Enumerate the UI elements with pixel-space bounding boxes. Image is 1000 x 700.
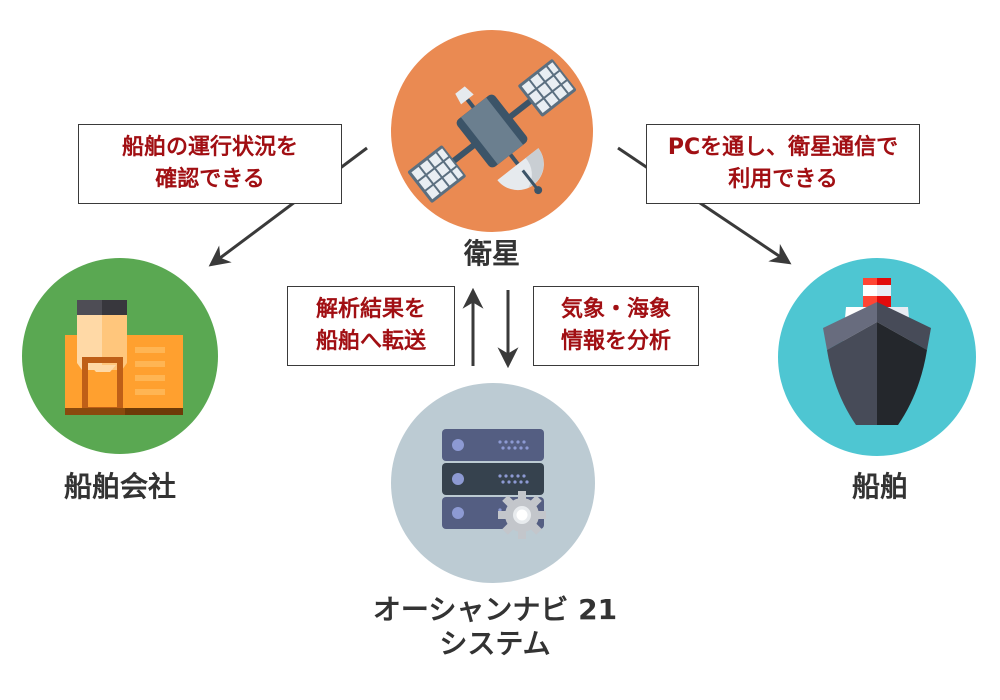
system-node [391,383,595,583]
note-system-to-satellite-line1: 解析結果を [315,297,426,322]
note-satellite-to-system: 気象・海象 情報を分析 [533,286,699,366]
ship-label: 船舶 [851,470,908,503]
system-label: オーシャンナビ 21 システム [330,593,660,661]
ship-node [778,258,976,456]
note-to-ship-line1: PCを通し、衛星通信で [667,135,899,160]
server-gear-icon [442,429,546,539]
satellite-icon [407,59,577,203]
note-satellite-to-system-line2: 情報を分析 [560,329,671,354]
note-to-company: 船舶の運行状況を 確認できる [78,124,342,204]
satellite-node [391,30,593,232]
note-satellite-to-system-line1: 気象・海象 [560,297,671,322]
note-system-to-satellite-line2: 船舶へ転送 [315,329,426,354]
shipping-company-node [22,258,218,454]
system-label-line1: オーシャンナビ 21 [372,593,618,626]
note-to-company-line2: 確認できる [155,167,265,192]
ship-icon [823,278,931,425]
satellite-label: 衛星 [463,237,520,270]
note-to-ship: PCを通し、衛星通信で 利用できる [646,124,920,204]
note-to-company-line1: 船舶の運行状況を [121,135,298,160]
system-label-line2: システム [439,627,551,660]
note-system-to-satellite: 解析結果を 船舶へ転送 [287,286,455,366]
note-to-ship-line2: 利用できる [728,167,838,192]
building-icon [65,300,183,415]
shipping-company-label: 船舶会社 [63,470,176,503]
